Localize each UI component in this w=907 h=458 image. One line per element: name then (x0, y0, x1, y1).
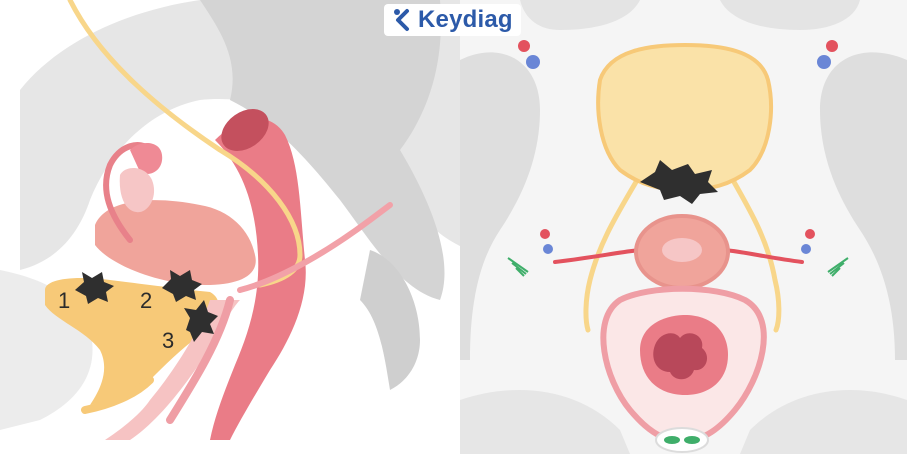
left-artery-lower (540, 229, 550, 239)
k-chevron-icon (394, 9, 409, 31)
sacrum-silhouette (200, 0, 445, 300)
right-pelvic-bone (820, 52, 907, 360)
uterosacral-ligament (237, 202, 393, 293)
right-vein-lower (801, 244, 811, 254)
left-pelvic-bone (460, 52, 540, 360)
left-nerve-bundle-icon (507, 257, 529, 277)
cervical-os (662, 238, 702, 262)
axial-view (460, 0, 907, 454)
vagina (105, 300, 240, 440)
sagittal-view: 1 2 3 (0, 0, 470, 441)
top-right-bone (720, 0, 860, 30)
brand-logo: Keydiag (384, 4, 521, 36)
right-artery-upper (826, 40, 838, 52)
urethra (81, 376, 154, 414)
lesion-3-icon (184, 300, 218, 342)
rectum-lumen-opening (221, 109, 269, 151)
left-pudendal-bundle (664, 436, 680, 444)
lesion-label-2: 2 (140, 288, 152, 313)
right-nerve-bundle-icon (827, 257, 849, 277)
lesion-2-icon (162, 270, 202, 302)
lesion-label-1: 1 (58, 288, 70, 313)
top-left-bone (520, 0, 640, 30)
ovary (119, 168, 155, 213)
left-uterine-artery (553, 248, 642, 264)
rectum-axial-lumen (653, 333, 708, 380)
coccyx-base (655, 427, 709, 453)
rectum (210, 118, 306, 441)
bladder-axial (596, 42, 773, 193)
left-ureter (583, 172, 643, 333)
lower-left-soft-tissue (460, 390, 630, 454)
right-artery-lower (805, 229, 815, 239)
rectovaginal-septum (166, 296, 234, 424)
left-vein-lower (543, 244, 553, 254)
lesion-label-3: 3 (162, 328, 174, 353)
right-ureter (727, 172, 782, 333)
brand-name: Keydiag (418, 6, 513, 33)
fimbriae (130, 143, 163, 175)
uterus (95, 200, 256, 285)
lesion-1-icon (75, 272, 114, 304)
left-artery-upper (518, 40, 530, 52)
coccyx-silhouette (360, 250, 420, 390)
lower-right-soft-tissue (740, 390, 907, 454)
bladder-lesion-icon (640, 160, 718, 204)
left-vein-upper (526, 55, 540, 69)
right-uterine-artery (723, 248, 804, 264)
right-vein-upper (817, 55, 831, 69)
right-pudendal-bundle (684, 436, 700, 444)
bladder (45, 278, 219, 405)
